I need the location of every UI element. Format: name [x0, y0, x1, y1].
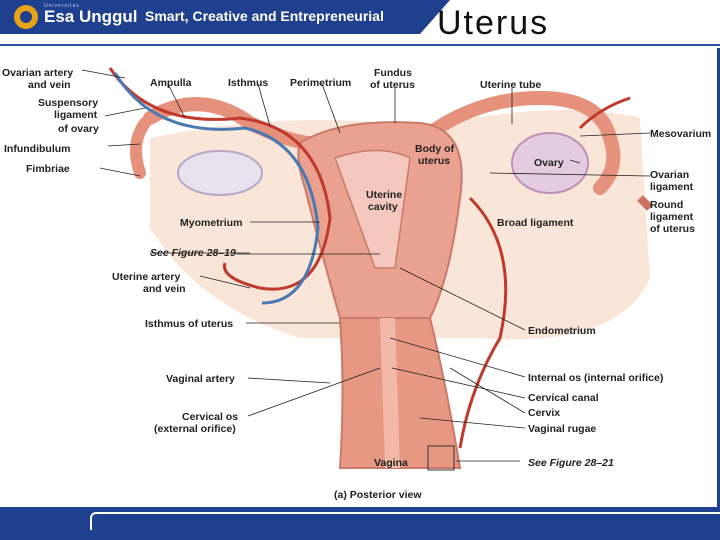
frame-top-line — [0, 44, 720, 46]
left-ovary — [177, 150, 263, 196]
leader-line — [389, 337, 526, 378]
header-band — [0, 0, 450, 34]
frame-right-line — [717, 48, 720, 508]
leader-line — [99, 167, 141, 177]
label-myometrium: Myometrium — [180, 217, 242, 229]
label-ovary: Ovary — [534, 157, 564, 169]
cervix-vagina — [338, 317, 462, 469]
uterus-diagram: Ovarian artery and vein Ampulla Isthmus … — [2, 67, 711, 501]
label-of-uterus-1: of uterus — [370, 79, 415, 91]
figure-box — [427, 445, 455, 471]
label-uterine-artery: Uterine artery — [112, 271, 180, 283]
leader-line — [391, 367, 526, 399]
label-vaginal-artery: Vaginal artery — [166, 373, 235, 385]
label-round-ligament-2: ligament — [650, 211, 694, 223]
label-see-figure-2: See Figure 28–21 — [528, 457, 614, 469]
logo-small-text: Universitas — [44, 3, 80, 9]
label-and-vein-2: and vein — [143, 283, 186, 295]
leader-line — [107, 143, 141, 147]
label-fundus: Fundus — [374, 67, 412, 79]
label-isthmus: Isthmus — [228, 77, 268, 89]
label-mesovarium: Mesovarium — [650, 128, 711, 140]
label-suspensory-1: Suspensory — [38, 97, 98, 109]
leader-line — [321, 83, 341, 134]
label-cervical-os-2: (external orifice) — [154, 423, 236, 435]
label-suspensory-3: of ovary — [58, 123, 99, 135]
leader-line — [247, 377, 331, 384]
label-endometrium: Endometrium — [528, 325, 596, 337]
leader-line — [579, 132, 651, 137]
university-logo-icon — [14, 5, 38, 29]
label-ovarian-ligament-1: Ovarian — [650, 169, 689, 181]
leader-line — [419, 417, 526, 429]
leader-line — [167, 83, 186, 119]
label-uterine-cavity-2: cavity — [368, 201, 398, 213]
leader-line — [81, 69, 126, 79]
caption-posterior-view: (a) Posterior view — [334, 489, 422, 501]
footer-frame — [90, 512, 720, 530]
label-suspensory-2: ligament — [54, 109, 98, 121]
label-ampulla: Ampulla — [150, 77, 192, 89]
leader-line — [399, 267, 526, 331]
label-see-figure-1: See Figure 28–19 — [150, 247, 236, 259]
label-internal-os: Internal os (internal orifice) — [528, 372, 663, 384]
cervical-canal-shape — [380, 318, 400, 468]
round-ligament-shape — [637, 195, 653, 211]
label-isthmus-of-uterus: Isthmus of uterus — [145, 318, 233, 330]
leader-line — [449, 367, 526, 414]
label-body-2: uterus — [418, 155, 450, 167]
label-round-ligament-3: of uterus — [650, 223, 695, 235]
right-uterine-tube — [423, 90, 621, 195]
uterine-cavity — [334, 149, 411, 269]
label-cervical-os-1: Cervical os — [182, 411, 238, 423]
leader-line — [489, 172, 651, 177]
artery-vessel — [108, 67, 332, 291]
label-uterine-tube: Uterine tube — [480, 79, 541, 91]
label-cervix: Cervix — [528, 407, 560, 419]
label-vaginal-rugae: Vaginal rugae — [528, 423, 596, 435]
leader-line — [104, 107, 146, 117]
logo-name: Esa Unggul — [44, 7, 138, 26]
label-infundibulum: Infundibulum — [4, 143, 70, 155]
label-body-1: Body of — [415, 143, 455, 155]
leader-line — [257, 83, 271, 127]
label-perimetrium: Perimetrium — [290, 77, 351, 89]
label-round-ligament-1: Round — [650, 199, 683, 211]
label-uterine-cavity-1: Uterine — [366, 189, 402, 201]
left-fimbriae — [130, 117, 151, 179]
label-fimbriae: Fimbriae — [26, 163, 70, 175]
right-ovary — [511, 132, 589, 194]
label-ovarian-ligament-2: ligament — [650, 181, 694, 193]
leader-line — [247, 367, 381, 417]
right-ovarian-artery — [578, 96, 631, 130]
vein-vessel — [113, 72, 320, 305]
right-artery-vessel — [458, 196, 508, 449]
label-ovarian-artery: Ovarian artery — [2, 67, 73, 79]
label-vagina: Vagina — [374, 457, 408, 469]
header-bar: Universitas Esa Unggul Smart, Creative a… — [0, 0, 720, 48]
tagline: Smart, Creative and Entrepreneurial — [145, 8, 384, 24]
label-cervical-canal: Cervical canal — [528, 392, 599, 404]
label-broad-ligament: Broad ligament — [497, 217, 574, 229]
slide-title: Uterus — [437, 4, 550, 42]
leader-line — [569, 159, 581, 164]
leader-line — [199, 275, 251, 289]
label-and-vein-1: and vein — [28, 79, 71, 91]
